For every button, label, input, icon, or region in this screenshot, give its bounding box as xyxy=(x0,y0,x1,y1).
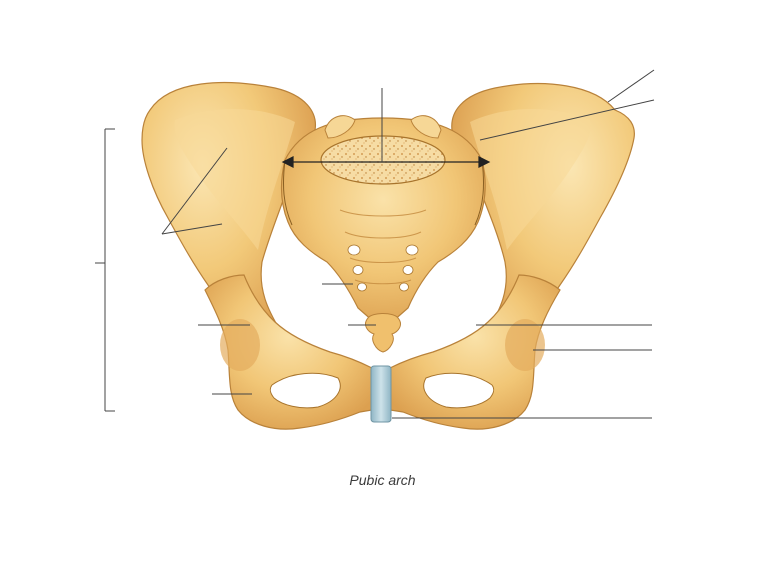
inlet-diameter-arrow xyxy=(281,156,491,168)
right-iliac-fossa-shade xyxy=(470,108,591,250)
sacral-ridges xyxy=(339,209,427,285)
sacral-foramina xyxy=(347,244,419,292)
left-acetabulum xyxy=(220,319,260,371)
left-obturator-foramen xyxy=(269,372,341,409)
right-acetabulum xyxy=(505,319,545,371)
sacral-promontory xyxy=(320,135,446,185)
coccyx xyxy=(365,313,401,353)
pubic-symphysis xyxy=(370,365,392,423)
right-obturator-foramen xyxy=(423,372,495,409)
leader-lines xyxy=(161,69,655,419)
left-sacral-ala xyxy=(324,115,356,139)
left-bracket xyxy=(95,128,115,412)
right-sacral-ala xyxy=(410,115,442,139)
pubic-arch-caption: Pubic arch xyxy=(349,472,416,488)
left-iliac-fossa-shade xyxy=(174,108,295,250)
pelvic-inlet-outline xyxy=(282,159,485,226)
